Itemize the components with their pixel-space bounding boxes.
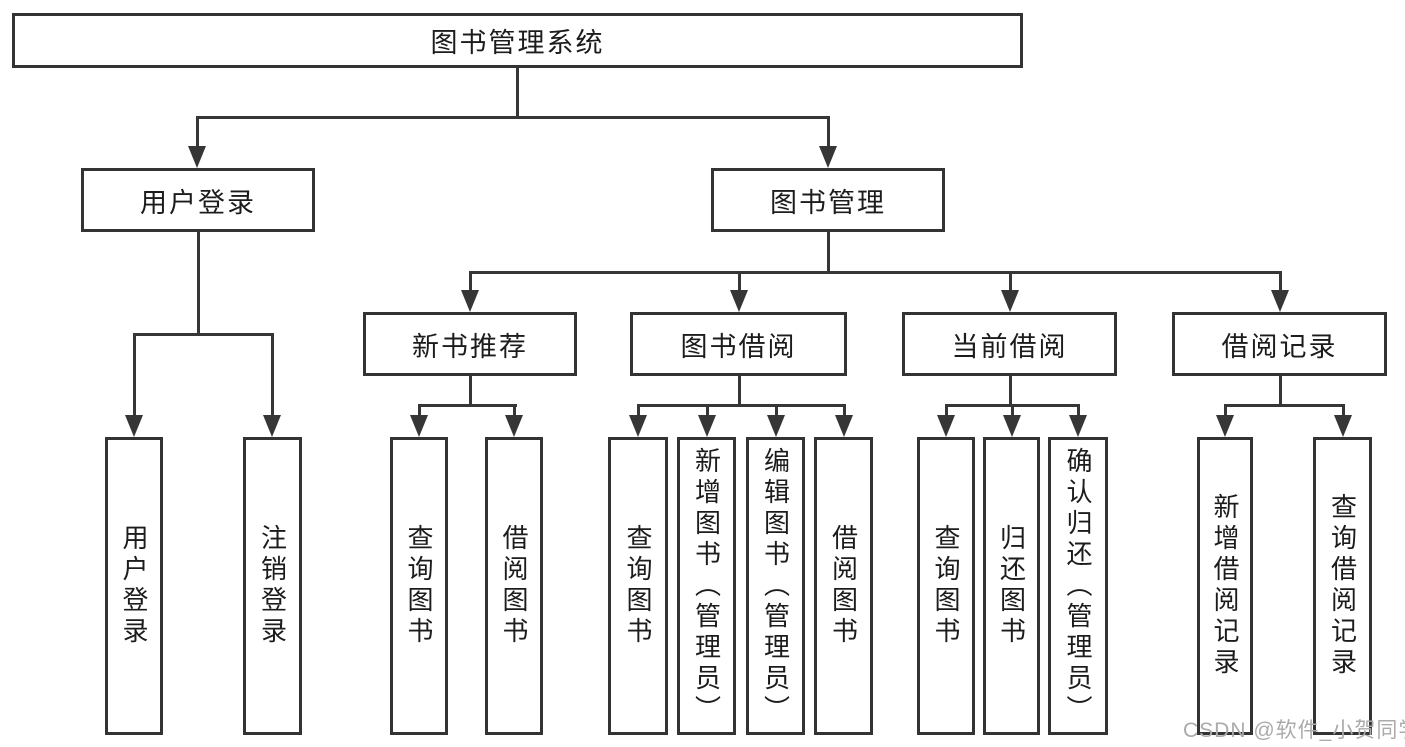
- connector-line: [945, 404, 948, 415]
- connector-line: [513, 404, 516, 415]
- node-book-borrow: 图书借阅: [630, 312, 847, 376]
- arrowhead-down: [125, 415, 143, 437]
- connector-line: [469, 271, 1282, 274]
- arrowhead-down: [819, 146, 837, 168]
- arrowhead-down: [730, 290, 748, 312]
- node-new-book-recommend: 新书推荐: [363, 312, 577, 376]
- connector-line: [843, 404, 846, 415]
- connector-line: [738, 375, 741, 407]
- node-root-system: 图书管理系统: [12, 13, 1023, 68]
- connector-line: [738, 271, 741, 290]
- node-borrow-records: 借阅记录: [1172, 312, 1387, 376]
- leaf-query-borrow-record: 查询借阅记录: [1313, 437, 1372, 735]
- arrowhead-down: [1334, 415, 1352, 437]
- connector-line: [1077, 404, 1080, 415]
- leaf-query-books-recommend: 查询图书: [390, 437, 448, 735]
- connector-line: [1009, 375, 1012, 407]
- connector-line: [133, 333, 274, 336]
- arrowhead-down: [698, 415, 716, 437]
- connector-line: [827, 232, 830, 273]
- arrowhead-down: [188, 146, 206, 168]
- connector-line: [133, 333, 136, 415]
- connector-line: [516, 68, 519, 118]
- arrowhead-down: [1069, 415, 1087, 437]
- arrowhead-down: [263, 415, 281, 437]
- arrowhead-down: [1216, 415, 1234, 437]
- arrowhead-down: [410, 415, 428, 437]
- leaf-add-books-admin: 新增图书（管理员）: [677, 437, 736, 735]
- connector-line: [637, 404, 846, 407]
- connector-line: [469, 271, 472, 290]
- connector-line: [196, 116, 199, 146]
- connector-line: [1279, 375, 1282, 407]
- node-current-borrow: 当前借阅: [902, 312, 1117, 376]
- arrowhead-down: [835, 415, 853, 437]
- arrowhead-down: [1271, 290, 1289, 312]
- arrowhead-down: [505, 415, 523, 437]
- node-book-management: 图书管理: [711, 168, 945, 232]
- arrowhead-down: [629, 415, 647, 437]
- arrowhead-down: [1001, 290, 1019, 312]
- arrowhead-down: [767, 415, 785, 437]
- leaf-user-login: 用户登录: [105, 437, 163, 735]
- leaf-query-books-current: 查询图书: [917, 437, 975, 735]
- arrowhead-down: [937, 415, 955, 437]
- connector-line: [1224, 404, 1345, 407]
- connector-line: [418, 404, 517, 407]
- connector-line: [418, 404, 421, 415]
- connector-line: [706, 404, 709, 415]
- connector-line: [197, 232, 200, 335]
- connector-line: [1342, 404, 1345, 415]
- leaf-edit-books-admin: 编辑图书（管理员）: [746, 437, 805, 735]
- connector-line: [271, 333, 274, 415]
- leaf-borrow-books-borrow: 借阅图书: [814, 437, 873, 735]
- leaf-add-borrow-record: 新增借阅记录: [1197, 437, 1253, 735]
- node-user-login: 用户登录: [81, 168, 315, 232]
- connector-line: [637, 404, 640, 415]
- connector-line: [469, 375, 472, 407]
- connector-line: [1279, 271, 1282, 290]
- connector-line: [1224, 404, 1227, 415]
- connector-line: [1011, 404, 1014, 415]
- leaf-logout: 注销登录: [243, 437, 302, 735]
- arrowhead-down: [461, 290, 479, 312]
- leaf-query-books-borrow: 查询图书: [608, 437, 668, 735]
- leaf-confirm-return-admin: 确认归还（管理员）: [1048, 437, 1108, 735]
- csdn-watermark: CSDN @软件_小贺同学: [1183, 719, 1405, 742]
- connector-line: [1009, 271, 1012, 290]
- connector-line: [827, 116, 830, 146]
- connector-line: [196, 116, 830, 119]
- leaf-return-books: 归还图书: [983, 437, 1040, 735]
- arrowhead-down: [1003, 415, 1021, 437]
- leaf-borrow-books-recommend: 借阅图书: [485, 437, 543, 735]
- connector-line: [775, 404, 778, 415]
